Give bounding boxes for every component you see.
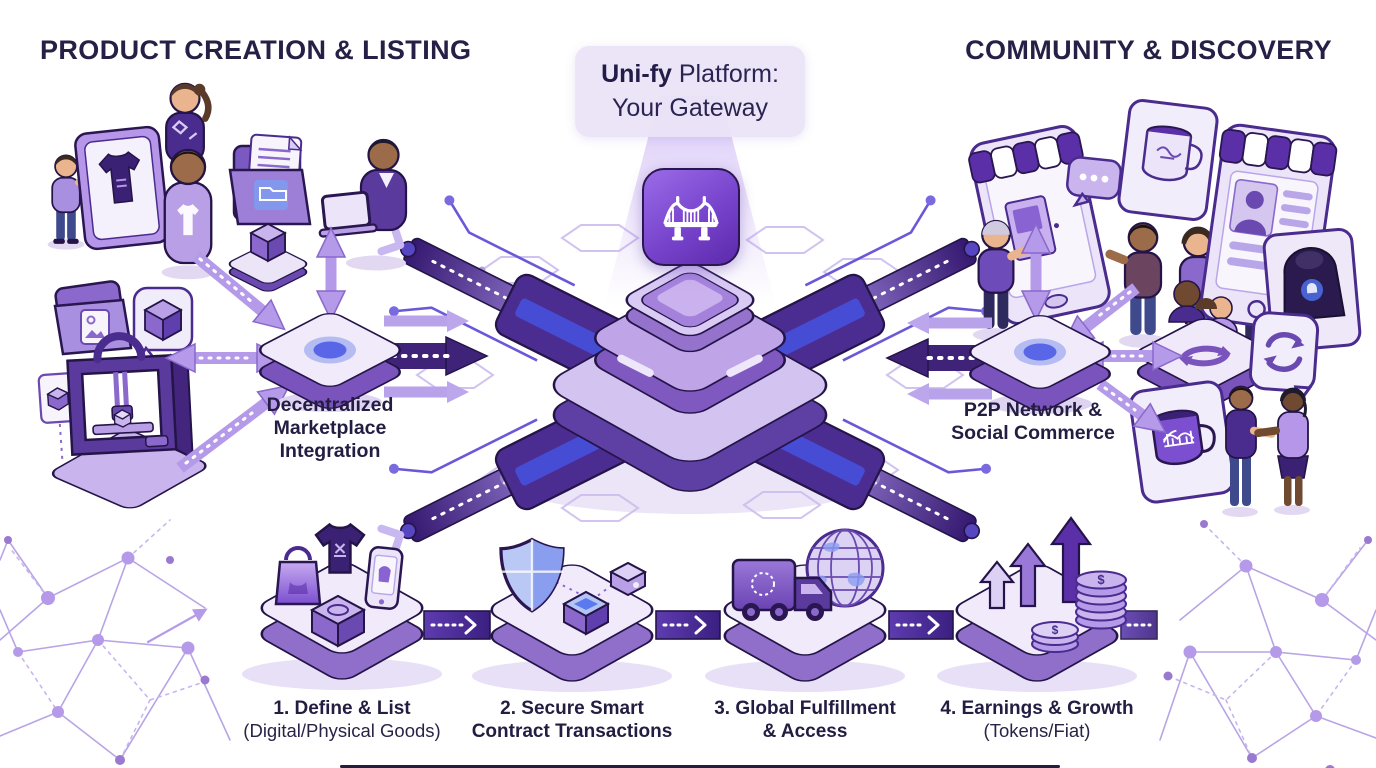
marketplace-node-label: Decentralized Marketplace Integration [266, 394, 394, 462]
step-platform-3 [705, 528, 905, 692]
shopping-bag-icon [274, 546, 322, 606]
step-4-subtitle: (Tokens/Fiat) [983, 720, 1091, 742]
chat-dots-icon [1065, 156, 1123, 208]
sync-bubble-icon [1248, 311, 1320, 407]
person-designer-front [161, 148, 215, 280]
tshirt-card-icon [74, 125, 170, 251]
platform-suffix: Platform: [671, 60, 779, 88]
person-talking-man [1105, 222, 1167, 348]
mug-bridge-card-icon [1128, 380, 1236, 504]
step-label-1: 1. Define & List (Digital/Physical Goods… [226, 697, 458, 743]
step-4-title: 4. Earnings & Growth [940, 698, 1134, 719]
chat-cube-icon [132, 286, 194, 364]
step-platform-2 [472, 537, 672, 692]
tshirt-icon [314, 522, 366, 574]
bottom-border-line [340, 765, 1060, 768]
step-1-subtitle: (Digital/Physical Goods) [243, 720, 441, 742]
network-constellation-bottom-right [1159, 520, 1376, 768]
person-handshake-left [1225, 385, 1276, 506]
box-icon [309, 594, 367, 648]
workflow-row: $ $ [242, 516, 1158, 692]
folder-documents-icon [228, 133, 312, 226]
step-label-4: 4. Earnings & Growth (Tokens/Fiat) [921, 697, 1153, 743]
person-pointing [47, 154, 98, 250]
step-label-2: 2. Secure Smart Contract Transactions [456, 697, 688, 743]
growth-arrows-icon [978, 516, 1093, 610]
handshake-people [1222, 385, 1310, 517]
network-constellation-bottom-left [0, 519, 231, 765]
coin-dollar-symbol: $ [1097, 572, 1105, 587]
p2p-node-icon [969, 315, 1111, 414]
section-title-left: PRODUCT CREATION & LISTING [40, 35, 472, 65]
step-platform-1 [242, 522, 442, 690]
coin-dollar-symbol: $ [1052, 623, 1059, 637]
phone-icon [364, 546, 404, 610]
folder-image-icon [53, 280, 133, 356]
person-handshake-right [1254, 387, 1309, 506]
workflow-connectors [423, 610, 1158, 640]
step-2-title: 2. Secure Smart Contract Transactions [471, 698, 673, 743]
cube-blue-icon [561, 590, 611, 636]
shield-icon [499, 537, 565, 613]
truck-icon [731, 558, 833, 621]
coins-icon: $ $ [1031, 570, 1127, 653]
person-laptop [318, 138, 408, 271]
mug-card-icon [1117, 99, 1219, 221]
right-cluster [968, 99, 1362, 517]
platform-title-line1: Uni-fy Platform: [601, 58, 779, 92]
platform-title-card: Uni-fy Platform: Your Gateway [575, 46, 805, 137]
bridge-icon [663, 195, 719, 241]
bridge-app-tile [642, 168, 740, 266]
platform-brand: Uni-fy [601, 60, 672, 88]
platform-title-line2: Your Gateway [611, 93, 769, 122]
cube-small-icon [608, 561, 648, 597]
cube-pedestal-icon [228, 222, 308, 292]
step-label-3: 3. Global Fulfillment & Access [689, 697, 921, 743]
step-1-title: 1. Define & List [273, 698, 411, 719]
printer-3d-icon [51, 332, 207, 509]
p2p-node-label: P2P Network & Social Commerce [951, 399, 1115, 444]
marketplace-node-icon [259, 313, 401, 412]
step-platform-4: $ $ [937, 516, 1137, 692]
step-3-title: 3. Global Fulfillment & Access [714, 698, 896, 743]
person-designer-woman [165, 82, 212, 164]
section-title-right: COMMUNITY & DISCOVERY [965, 35, 1332, 65]
